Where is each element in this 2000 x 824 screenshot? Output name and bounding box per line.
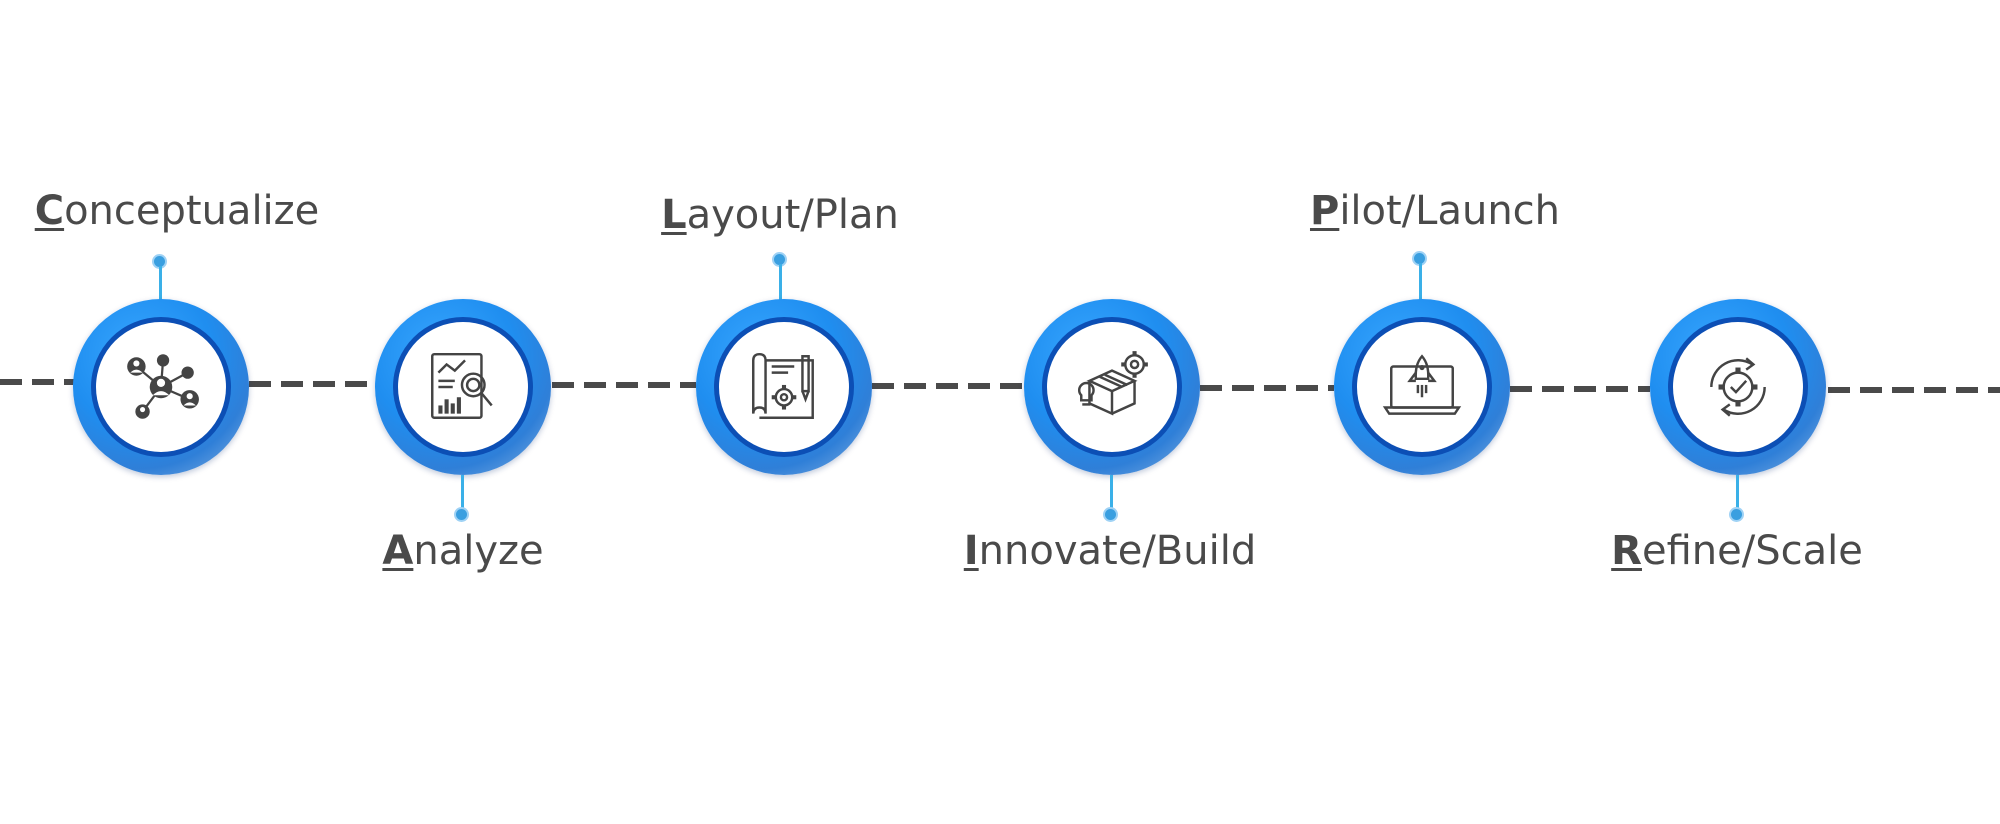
network-people-icon (127, 354, 199, 419)
stage-node-refine-scale (1650, 299, 1826, 475)
stage-label-conceptualize: Conceptualize (34, 188, 320, 234)
stage-connector-dot (1105, 509, 1116, 520)
stage-node-layout-plan (696, 299, 872, 475)
stage-connector-stem (159, 266, 162, 302)
stage-connector-dot (456, 509, 467, 520)
stage-connector-dot (1414, 253, 1425, 264)
box-gears-bulb-icon (1078, 351, 1148, 416)
stage-label-layout-plan: Layout/Plan (661, 192, 899, 238)
stage-connector-dot (1731, 509, 1742, 520)
stage-connector-stem (1736, 475, 1739, 511)
stage-connector-stem (1419, 263, 1422, 302)
stage-connector-dot (154, 256, 165, 267)
cycle-gear-check-icon (1710, 357, 1766, 417)
stage-node-conceptualize (73, 299, 249, 475)
stage-connector-stem (1110, 475, 1113, 511)
blueprint-icon (752, 352, 814, 419)
rocket-laptop-icon (1382, 354, 1462, 415)
stage-connector-stem (779, 264, 782, 302)
stage-node-analyze (375, 299, 551, 475)
stage-label-analyze: Analyze (382, 528, 544, 574)
stage-label-pilot-launch: Pilot/Launch (1309, 188, 1561, 234)
stage-label-innovate-build: Innovate/Build (963, 528, 1257, 574)
stage-node-innovate-build (1024, 299, 1200, 475)
stage-label-refine-scale: Refine/Scale (1611, 528, 1863, 574)
stage-connector-stem (461, 475, 464, 511)
stage-node-pilot-launch (1334, 299, 1510, 475)
report-magnifier-icon (431, 352, 493, 419)
stage-connector-dot (774, 254, 785, 265)
